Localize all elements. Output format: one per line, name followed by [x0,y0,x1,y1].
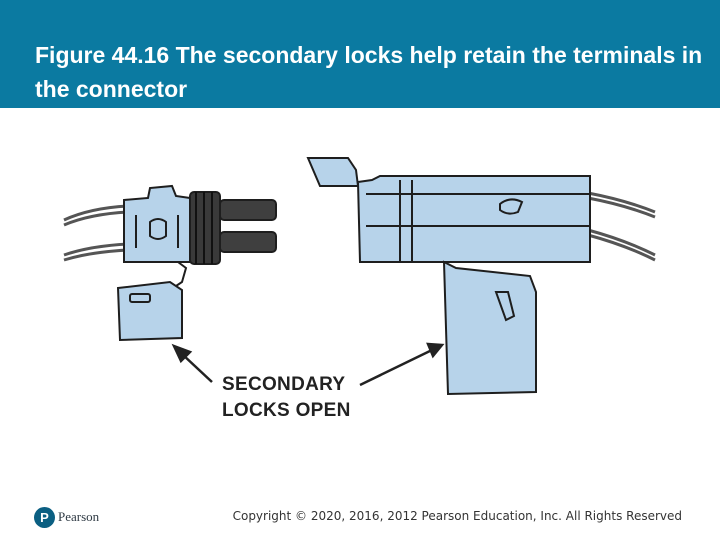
left-connector [116,184,277,342]
right-wires [587,191,656,262]
connector-illustration [0,108,720,498]
title-bar: Figure 44.16 The secondary locks help re… [0,0,720,108]
copyright-notice: Copyright © 2020, 2016, 2012 Pearson Edu… [232,509,682,523]
callout-line-1: SECONDARY [222,374,346,395]
connector-drawing [63,157,656,396]
pearson-logo: P Pearson [34,506,99,528]
pearson-wordmark: Pearson [58,509,100,524]
callout-line-2: LOCKS OPEN [222,400,351,421]
right-connector [306,157,591,396]
slide-title: Figure 44.16 The secondary locks help re… [35,42,703,102]
left-wires [63,204,129,262]
callout-arrows [171,342,445,387]
pearson-p-icon: P [34,506,55,528]
secondary-locks-callout: SECONDARY LOCKS OPEN [222,372,351,424]
